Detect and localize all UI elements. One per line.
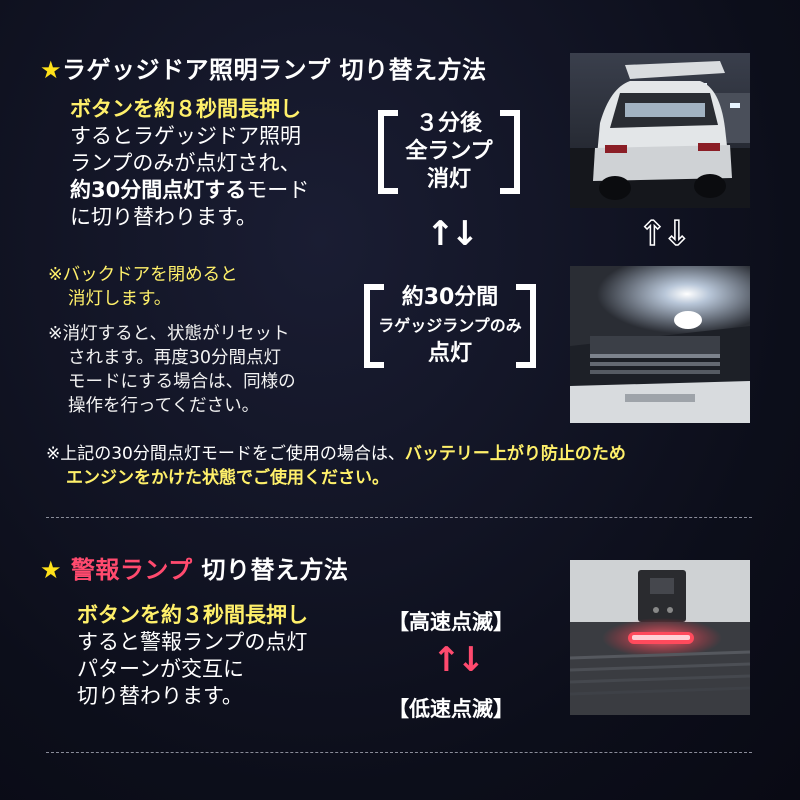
footnote-line: ※上記の30分間点灯モードをご使用の場合は、バッテリー上がり防止のため [46, 442, 626, 466]
car-tailgate-photo [570, 53, 750, 208]
luggage-desc-line: 約30分間点灯するモード [70, 177, 309, 204]
toggle-arrows-outline-icon: ↑↓ [637, 213, 691, 255]
all-lamps-off-box: ３分後 全ランプ 消灯 [378, 110, 520, 194]
section-divider [46, 517, 752, 518]
box-line: 点灯 [427, 341, 472, 366]
luggage-desc-line: ボタンを約８秒間長押し [70, 97, 301, 121]
luggage-desc-line: に切り替わります。 [70, 205, 257, 229]
footnote-prefix: ※上記の30分間点灯モードをご使用の場合は、 [46, 444, 405, 464]
box-line: ラゲッジランプのみ [378, 316, 522, 335]
toggle-arrows-red-icon: ↑↓ [432, 640, 485, 680]
luggage-section-title: ★ラゲッジドア照明ランプ 切り替え方法 [40, 50, 487, 85]
luggage-footnote: ※上記の30分間点灯モードをご使用の場合は、バッテリー上がり防止のため エンジン… [46, 442, 626, 490]
luggage-desc-bold: 約30分間点灯する [70, 178, 247, 202]
note-line: モードにする場合は、同様の [68, 372, 296, 392]
luggage-desc-line: ランプのみが点灯され、 [70, 151, 301, 175]
star-icon: ★ [40, 556, 63, 584]
luggage-description: ボタンを約８秒間長押し するとラゲッジドア照明 ランプのみが点灯され、 約30分… [70, 96, 309, 231]
note-line: 消灯します。 [68, 289, 172, 309]
warning-title-rest: 切り替え方法 [201, 556, 349, 584]
luggage-only-on-box: 約30分間 ラゲッジランプのみ 点灯 [364, 284, 536, 368]
warning-title-red: 警報ランプ [70, 556, 193, 584]
bracket-left [378, 110, 398, 194]
bottom-divider [46, 752, 752, 753]
note-line: されます。再度30分間点灯 [68, 348, 282, 368]
luggage-desc-rest: モード [246, 178, 310, 202]
footnote-highlight: バッテリー上がり防止のため [404, 444, 626, 464]
warning-desc-line: ボタンを約３秒間長押し [77, 603, 308, 627]
box-line: 消灯 [426, 167, 471, 192]
luggage-note-2: ※消灯すると、状態がリセット されます。再度30分間点灯 モードにする場合は、同… [48, 322, 296, 418]
luggage-desc-line: するとラゲッジドア照明 [70, 124, 301, 148]
bracket-right [500, 110, 520, 194]
car-tailgate-illustration [570, 53, 750, 208]
fast-blink-label: 【高速点滅】 [388, 610, 514, 634]
luggage-lamp-illustration [570, 266, 750, 423]
luggage-lamp-photo [570, 266, 750, 423]
warning-lamp-illustration [570, 560, 750, 715]
warning-desc-line: 切り替わります。 [77, 684, 243, 708]
warning-section-title: ★ 警報ランプ 切り替え方法 [40, 550, 349, 585]
box-line: 全ランプ [405, 139, 493, 164]
note-line: ※消灯すると、状態がリセット [48, 324, 290, 344]
bracket-right [516, 284, 536, 368]
star-icon: ★ [40, 56, 63, 84]
warning-desc-line: パターンが交互に [77, 657, 244, 681]
luggage-title-text: ラゲッジドア照明ランプ 切り替え方法 [62, 56, 487, 84]
warning-description: ボタンを約３秒間長押し すると警報ランプの点灯 パターンが交互に 切り替わります… [77, 602, 308, 710]
note-line: 操作を行ってください。 [68, 396, 260, 416]
warning-lamp-photo [570, 560, 750, 715]
box-line: 約30分間 [401, 285, 499, 310]
note-line: ※バックドアを閉めると [48, 265, 238, 285]
slow-blink-label: 【低速点滅】 [388, 697, 514, 721]
luggage-note-1: ※バックドアを閉めると 消灯します。 [48, 263, 238, 311]
box-line: ３分後 [415, 111, 482, 136]
toggle-arrows-icon: ↑↓ [426, 214, 479, 254]
warning-desc-line: すると警報ランプの点灯 [77, 630, 308, 654]
footnote-highlight: エンジンをかけた状態でご使用ください。 [66, 468, 389, 488]
bracket-left [364, 284, 384, 368]
